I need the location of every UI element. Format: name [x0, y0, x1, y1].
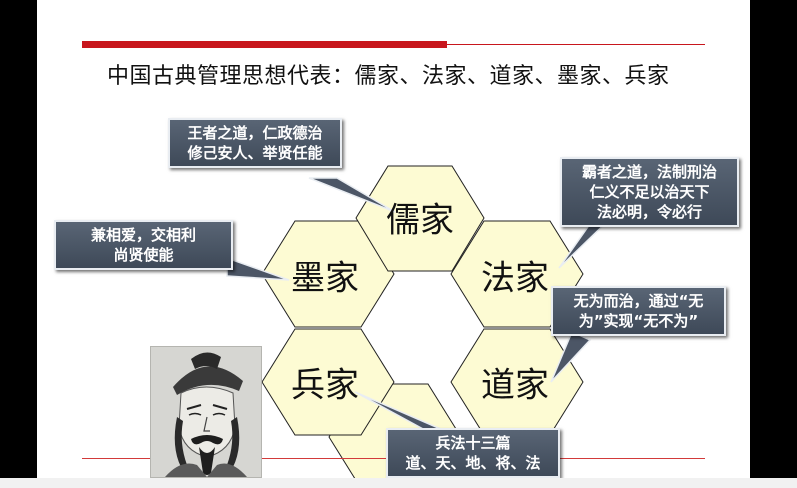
hexagon-bingjia — [261, 328, 395, 436]
callout-bingjia-line-2: 道、天、地、将、法 — [405, 454, 541, 472]
callout-fajia-line-1: 霸者之道，法制刑治 — [581, 163, 717, 181]
callout-mojia: 兼相爱，交相利 尚贤使能 — [54, 220, 233, 270]
callout-daojia-line-1: 无为而治，通过“无 — [573, 292, 704, 310]
callout-daojia: 无为而治，通过“无 为”实现“无不为” — [551, 286, 726, 336]
title-accent-bar — [82, 41, 447, 48]
callout-bingjia-line-1: 兵法十三篇 — [435, 434, 511, 452]
hexagon-fajia — [450, 220, 584, 328]
callout-mojia-line-1: 兼相爱，交相利 — [90, 226, 196, 244]
screen-bottom-strip — [0, 478, 797, 488]
hexagon-label-rujia: 儒家 — [386, 200, 454, 241]
hexagon-label-daojia: 道家 — [481, 365, 549, 406]
callout-daojia-line-2: 为”实现“无不为” — [578, 312, 699, 330]
hexagon-label-bingjia: 兵家 — [291, 365, 359, 406]
hexagon-label-fajia: 法家 — [481, 258, 549, 299]
callout-rujia-line-2: 修己安人、举贤任能 — [187, 144, 323, 162]
callout-fajia: 霸者之道，法制刑治 仁义不足以治天下 法必明，令必行 — [560, 157, 739, 227]
callout-mojia-line-2: 尚贤使能 — [113, 246, 174, 264]
callout-rujia: 王者之道，仁政德治 修己安人、举贤任能 — [168, 118, 342, 168]
callout-fajia-line-3: 法必明，令必行 — [596, 203, 702, 221]
portrait-drawing — [151, 347, 261, 477]
sun-tzu-portrait — [150, 346, 262, 478]
callout-bingjia: 兵法十三篇 道、天、地、将、法 — [386, 428, 560, 478]
slide-title: 中国古典管理思想代表：儒家、法家、道家、墨家、兵家 — [107, 64, 670, 89]
pointer-daojia — [550, 331, 592, 383]
callout-fajia-line-2: 仁义不足以治天下 — [589, 183, 710, 201]
pointer-rujia — [308, 177, 396, 213]
slide: 中国古典管理思想代表：儒家、法家、道家、墨家、兵家 儒家 墨家 法家 兵家 道家… — [37, 0, 750, 488]
hexagon-rujia — [355, 165, 485, 272]
hexagon-label-mojia: 墨家 — [291, 258, 359, 299]
title-rule — [447, 44, 705, 45]
callout-rujia-line-1: 王者之道，仁政德治 — [187, 124, 323, 142]
